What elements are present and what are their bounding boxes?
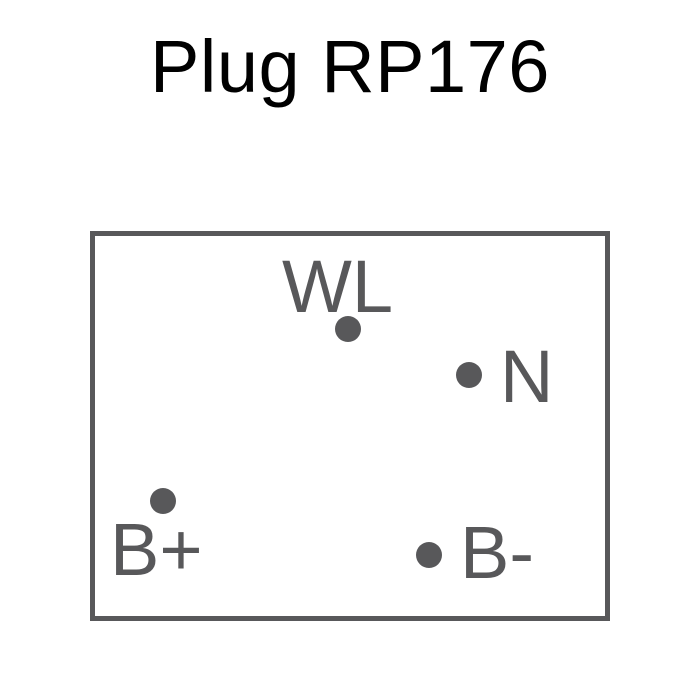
pin-dot-b-minus <box>416 542 442 568</box>
pin-dot-n <box>456 362 482 388</box>
diagram-title: Plug RP176 <box>150 25 550 108</box>
pin-dot-wl <box>335 316 361 342</box>
pin-label-b-minus: B- <box>460 511 534 594</box>
pin-label-b-plus: B+ <box>110 508 203 591</box>
pin-label-n: N <box>500 335 554 418</box>
plug-outline <box>90 231 610 621</box>
pin-dot-b-plus <box>150 488 176 514</box>
pin-label-wl: WL <box>282 245 393 328</box>
